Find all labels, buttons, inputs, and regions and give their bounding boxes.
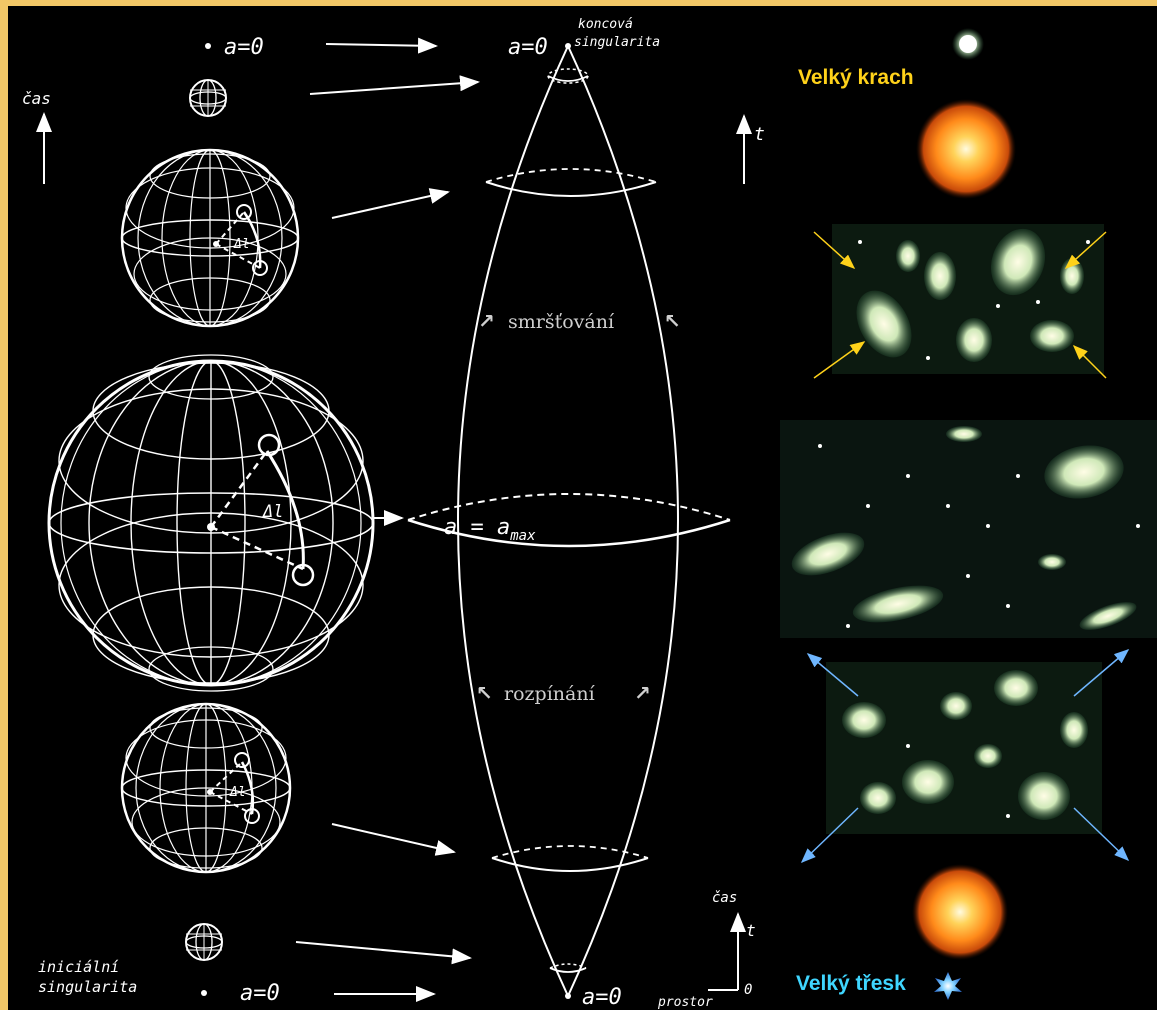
inward-arrow: [1072, 344, 1107, 379]
a-zero-label-top-center: a=0: [508, 35, 548, 60]
inward-arrow: [1064, 231, 1107, 270]
arrow-diagonal-icon: ↖: [476, 681, 493, 705]
outward-arrow: [1073, 649, 1130, 697]
t-label-axis: t: [746, 921, 756, 940]
a-zero-label-bottom-center: a=0: [582, 985, 622, 1010]
arrow-diagonal-icon: ↖: [664, 309, 681, 333]
cosmology-diagram: a=0 čas Δl: [22, 17, 1157, 1010]
universe-spacetime-lens: [407, 43, 731, 999]
wireframe-sphere-icon: [185, 923, 223, 961]
starburst-icon: [952, 28, 984, 60]
final-singularity-label-line2: singularita: [574, 35, 660, 50]
big-bang-label: Velký třesk: [796, 972, 906, 995]
space-label: prostor: [657, 995, 713, 1010]
a-zero-label-top-left: a=0: [224, 35, 264, 60]
galaxy-field-panel: [780, 420, 1157, 638]
expansion-label: rozpínání: [504, 683, 596, 705]
outward-arrow: [1073, 807, 1130, 862]
a-zero-label-bottom-left: a=0: [240, 981, 280, 1006]
diagram-canvas: a=0 čas Δl: [8, 6, 1157, 1010]
outward-arrow: [800, 807, 859, 864]
fireball-icon: [908, 92, 1024, 206]
fireball-icon: [890, 854, 1032, 978]
initial-point-top: [205, 43, 211, 49]
expanding-galaxies-panel: [826, 662, 1102, 834]
final-singularity-label-line1: koncová: [578, 17, 633, 32]
inward-arrow: [813, 341, 866, 379]
connector-arrow: [309, 75, 480, 95]
wireframe-sphere-icon: Δl: [47, 354, 375, 692]
connector-arrow: [331, 823, 456, 856]
contraction-label: smršťování: [508, 311, 615, 333]
starburst-icon: [934, 972, 962, 1000]
initial-singularity-label-line2: singularita: [38, 978, 137, 996]
connector-arrow: [295, 941, 472, 965]
time-label-axis: čas: [712, 890, 737, 906]
a-max-label: a = amax: [444, 515, 536, 544]
outward-arrow: [806, 653, 859, 697]
wireframe-sphere-icon: Δl: [120, 702, 292, 874]
t-label-top: t: [754, 124, 765, 145]
initial-point-bottom: [201, 990, 207, 996]
arrow-diagonal-icon: ↗: [478, 309, 495, 333]
inward-arrow: [813, 231, 856, 270]
delta-l-label: Δl: [229, 785, 246, 800]
origin-label: 0: [744, 982, 752, 998]
wireframe-sphere-icon: [189, 79, 227, 117]
time-label-left: čas: [22, 89, 51, 108]
connector-arrow: [325, 37, 438, 54]
connector-arrow: [331, 188, 450, 219]
wireframe-sphere-icon: Δl: [120, 148, 300, 328]
contracting-galaxies-panel: [832, 224, 1104, 374]
big-crunch-label: Velký krach: [798, 66, 914, 89]
arrow-diagonal-icon: ↗: [634, 681, 651, 705]
initial-singularity-label-line1: iniciální: [38, 958, 119, 976]
delta-l-label: Δl: [233, 237, 250, 252]
delta-l-label: Δl: [262, 502, 283, 522]
